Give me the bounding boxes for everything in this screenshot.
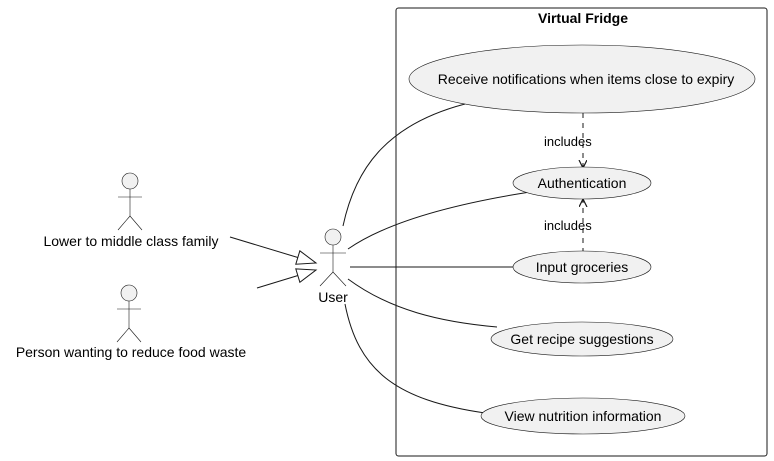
usecase-recipes: Get recipe suggestions: [490, 321, 674, 357]
include-label-top: includes: [544, 134, 592, 149]
assoc-user-authentication: [347, 191, 531, 250]
usecase-nutrition: View nutrition information: [480, 397, 686, 435]
actor-waste: Person wanting to reduce food waste: [16, 284, 247, 360]
usecase-recipes-label: Get recipe suggestions: [510, 331, 653, 347]
actor-user-icon: [319, 228, 347, 287]
usecase-notifications-label: Receive notifications when items close t…: [438, 71, 734, 87]
usecase-input-groceries: Input groceries: [512, 250, 652, 284]
generalization-family-user: [229, 236, 318, 265]
actor-family: Lower to middle class family: [43, 172, 219, 249]
include-label-bottom: includes: [544, 218, 592, 233]
actor-family-label: Lower to middle class family: [43, 233, 218, 249]
usecase-authentication-label: Authentication: [538, 175, 627, 191]
usecase-notifications: Receive notifications when items close t…: [408, 44, 756, 114]
system-boundary: [395, 7, 768, 457]
usecase-authentication: Authentication: [512, 166, 652, 200]
assoc-user-recipes: [347, 278, 498, 328]
actor-waste-label: Person wanting to reduce food waste: [16, 344, 247, 360]
actor-user: User: [318, 228, 348, 305]
assoc-user-notifications: [342, 103, 466, 227]
actor-waste-icon: [116, 284, 142, 343]
usecase-input-groceries-label: Input groceries: [536, 259, 629, 275]
actor-family-icon: [117, 172, 143, 231]
assoc-user-nutrition: [344, 303, 486, 414]
generalization-waste-user: [256, 268, 318, 289]
usecase-nutrition-label: View nutrition information: [505, 408, 662, 424]
system-title: Virtual Fridge: [538, 10, 628, 26]
actor-user-label: User: [318, 289, 348, 305]
